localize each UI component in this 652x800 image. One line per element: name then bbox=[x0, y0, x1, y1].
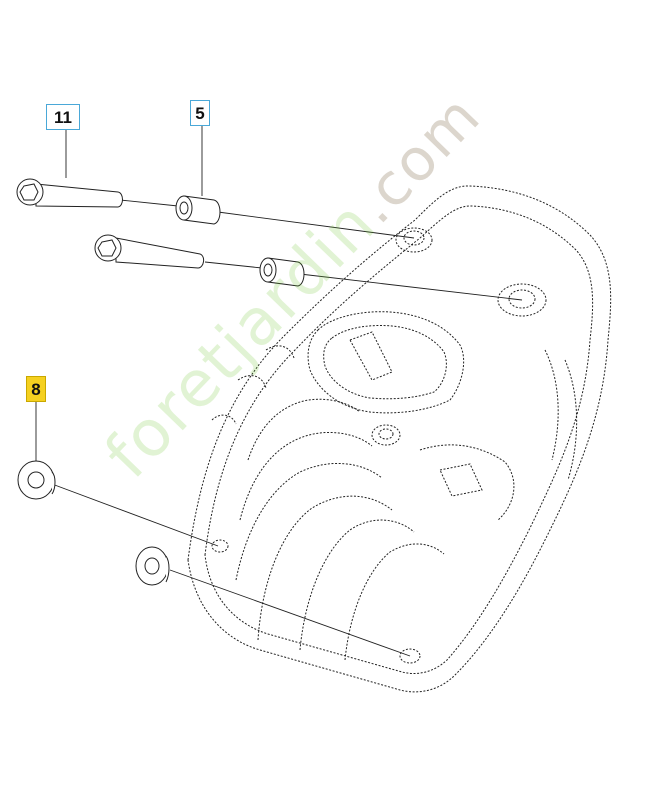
axis-bolt-upper bbox=[119, 199, 179, 207]
right-boss bbox=[497, 283, 547, 317]
housing-inner-rim bbox=[204, 205, 594, 674]
bolt-upper bbox=[16, 178, 123, 208]
bolt-lower bbox=[94, 234, 205, 269]
housing-outline bbox=[187, 185, 612, 693]
center-hole bbox=[371, 424, 401, 446]
washer-lower bbox=[135, 546, 170, 586]
upper-boss bbox=[395, 227, 433, 253]
lower-left-hole bbox=[211, 539, 229, 553]
axis-bolt-lower bbox=[204, 261, 263, 269]
callout-5: 5 bbox=[190, 100, 210, 126]
callout-8: 8 bbox=[26, 376, 46, 402]
axis-washer-lower bbox=[169, 569, 411, 657]
intake-frame bbox=[307, 311, 465, 414]
rib-1 bbox=[247, 398, 361, 461]
axis-washer-upper bbox=[51, 483, 219, 547]
spacer-lower bbox=[259, 257, 305, 287]
callout-11: 11 bbox=[46, 104, 80, 130]
lower-right-hole bbox=[399, 648, 421, 664]
washer-upper bbox=[17, 460, 56, 500]
spacer-upper bbox=[175, 195, 221, 225]
